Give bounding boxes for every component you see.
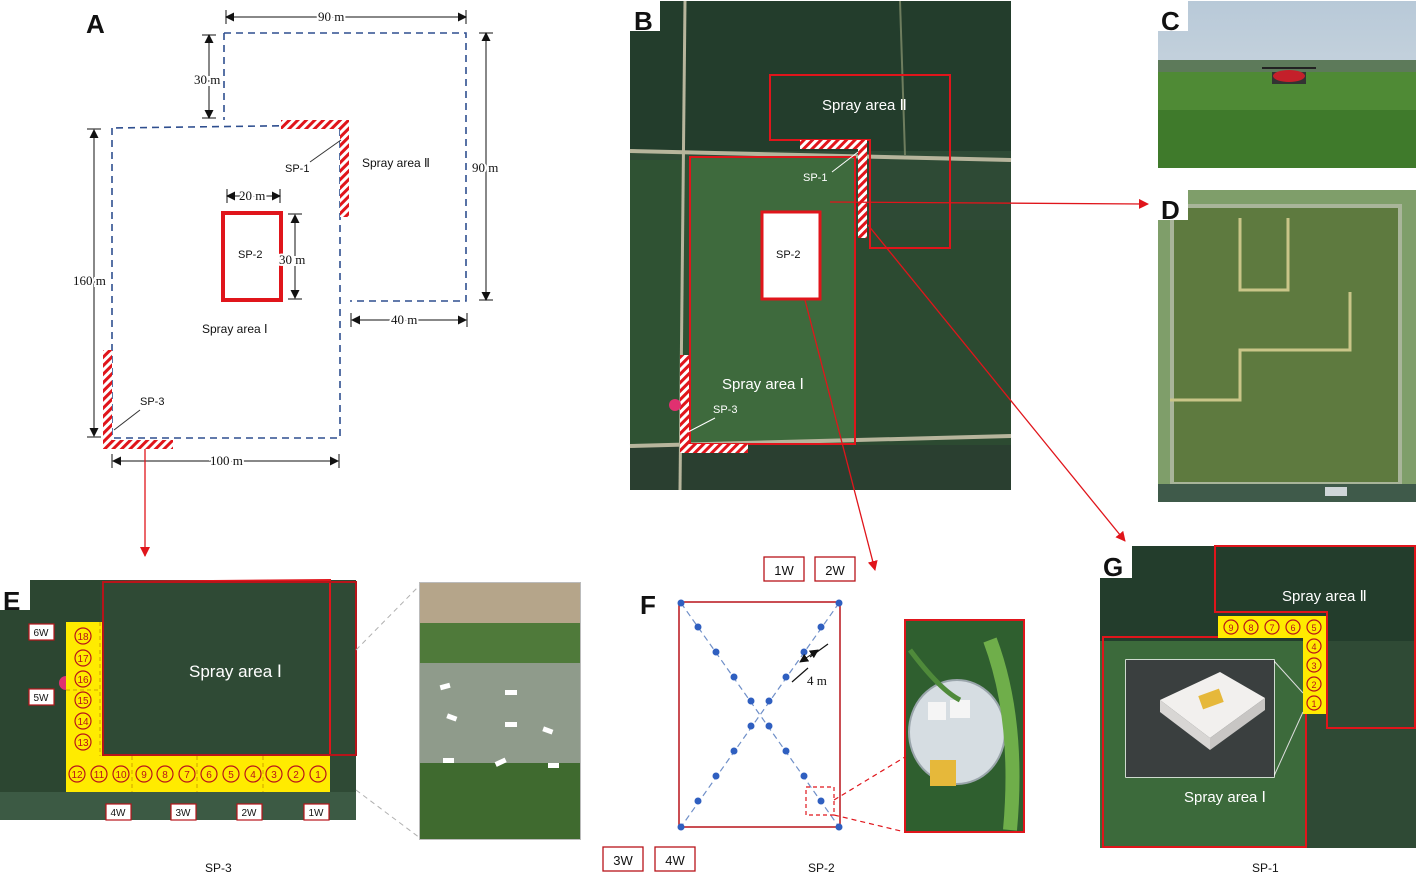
e-horizontal-sampling-points: 12 11 10 9 8 7 6 5 4 3 2 1 [68,765,327,783]
panel-f: F 1W 2W [602,556,1025,874]
g-point: 7 [1269,623,1274,633]
sp3-sampling-strip [103,350,112,448]
e-point: 10 [115,770,127,781]
f-spacing-label: 4 m [807,673,827,688]
e-vertical-sampling-points: 18 17 16 15 14 13 [74,627,92,751]
spray-area-1-label: Spray area Ⅰ [202,322,268,336]
e-point: 7 [184,770,190,781]
e-point: 18 [77,632,89,643]
g-point: 2 [1311,680,1316,690]
e-point: 14 [77,717,89,728]
f-label-2w: 2W [825,563,845,578]
sp2-box [221,211,283,302]
g-point: 1 [1311,699,1316,709]
e-point: 9 [141,770,147,781]
e-label-1w: 1W [309,808,325,819]
e-label-2w: 2W [242,808,258,819]
e-point: 6 [206,770,212,781]
dim-100m: 100 m [210,453,243,468]
e-point: 11 [94,770,105,781]
dim-30m-left: 30 m [194,72,220,87]
e-caption: SP-3 [205,861,232,874]
e-point: 5 [228,770,234,781]
panel-label-f: F [640,590,656,620]
b-spray-area-1-label: Spray area Ⅰ [722,376,804,393]
sp1-label: SP-1 [285,163,309,175]
e-label-6w: 6W [34,628,50,639]
e-point: 12 [71,770,83,781]
f-caption: SP-2 [808,861,835,874]
f-label-1w: 1W [774,563,794,578]
sp3-label: SP-3 [140,396,164,408]
e-label-3w: 3W [176,808,192,819]
panel-label-e: E [3,586,20,616]
sp1-sampling-strip [281,120,348,129]
panel-e: E Spray area Ⅰ 18 17 16 15 14 13 12 [0,578,581,874]
e-outlet-label: (Outlet) [166,822,199,833]
panel-g: G Spray area Ⅱ Spray area Ⅰ 9 8 7 6 5 4 … [1100,545,1416,874]
sp2-label: SP-2 [238,249,262,261]
e-label-5w: 5W [34,693,50,704]
panel-label-b: B [634,6,653,36]
g-point: 8 [1248,623,1253,633]
g-spray-area-2-label: Spray area Ⅱ [1282,588,1367,605]
panel-label-a: A [86,9,105,39]
g-spray-area-1-label: Spray area Ⅰ [1184,789,1266,806]
dim-20m: 20 m [239,188,265,203]
b-sp2-label: SP-2 [776,249,800,261]
g-point: 4 [1311,642,1316,652]
dim-40m: 40 m [391,312,417,327]
e-point: 4 [250,770,256,781]
g-caption: SP-1 [1252,861,1279,874]
f-label-4w: 4W [665,853,685,868]
e-point: 16 [77,675,89,686]
b-sp3-label: SP-3 [713,404,737,416]
g-point: 6 [1290,623,1295,633]
panel-c: C [1158,1,1416,168]
dim-90m-right: 90 m [472,160,498,175]
e-point: 3 [271,770,277,781]
e-label-4w: 4W [111,808,127,819]
e-point: 15 [77,696,89,707]
e-spray-area-1-label: Spray area Ⅰ [189,662,282,681]
panel-label-c: C [1161,6,1180,36]
e-point: 8 [162,770,168,781]
panel-b: B Spray area Ⅱ Spray area Ⅰ SP-1 SP-2 SP… [629,0,1149,571]
spray-area-1-outline [111,124,341,439]
panel-label-g: G [1103,552,1123,582]
g-point: 5 [1311,623,1316,633]
panel-label-d: D [1161,195,1180,225]
f-label-3w: 3W [613,853,633,868]
dim-160m: 160 m [73,273,106,288]
spray-area-2-outline [224,32,467,302]
spray-area-2-label: Spray area Ⅱ [362,156,430,170]
g-point: 3 [1311,661,1316,671]
panel-a: A 90 m 30 m 90 m 160 m 20 m [71,7,500,557]
b-sp1-label: SP-1 [803,172,827,184]
e-point: 13 [77,738,89,749]
b-spray-area-2-label: Spray area Ⅱ [822,97,907,114]
e-point: 17 [77,654,89,665]
e-point: 2 [293,770,299,781]
g-point: 9 [1228,623,1233,633]
dim-90m-top: 90 m [318,9,344,24]
g-sampling-points: 9 8 7 6 5 4 3 2 1 [1223,619,1322,711]
panel-d: D [1158,190,1416,502]
dim-30m-sp2: 30 m [279,252,305,267]
e-point: 1 [315,770,321,781]
